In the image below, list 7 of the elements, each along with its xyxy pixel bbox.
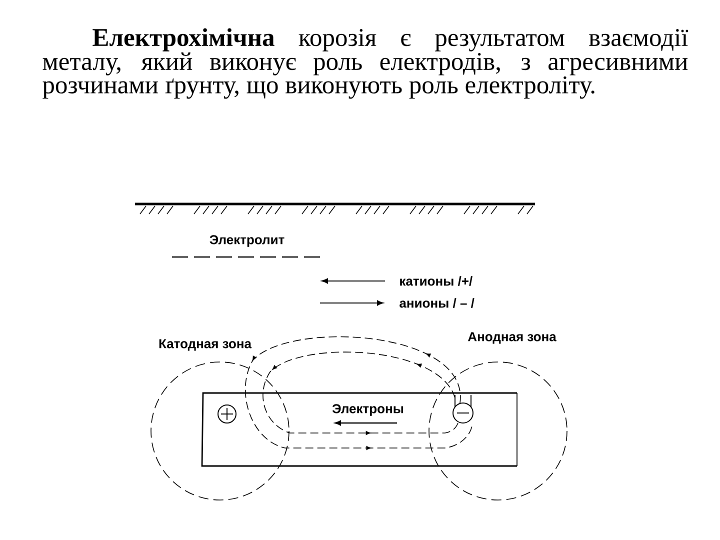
zone-label: Катодная зона [159,339,252,351]
zone-label: Анодная зона [468,332,556,344]
ion-label: анионы / – / [400,298,474,308]
layer-label: Электролит [210,235,284,247]
paragraph: Електрохімічна корозія є результатом взаємодії металу, який виконує роль електродів, з агресивними розчинами ґрунту, що виконують роль електроліту. [42,28,688,99]
ion-label: катионы /+/ [400,276,472,286]
flow-label: Электроны [332,404,404,416]
